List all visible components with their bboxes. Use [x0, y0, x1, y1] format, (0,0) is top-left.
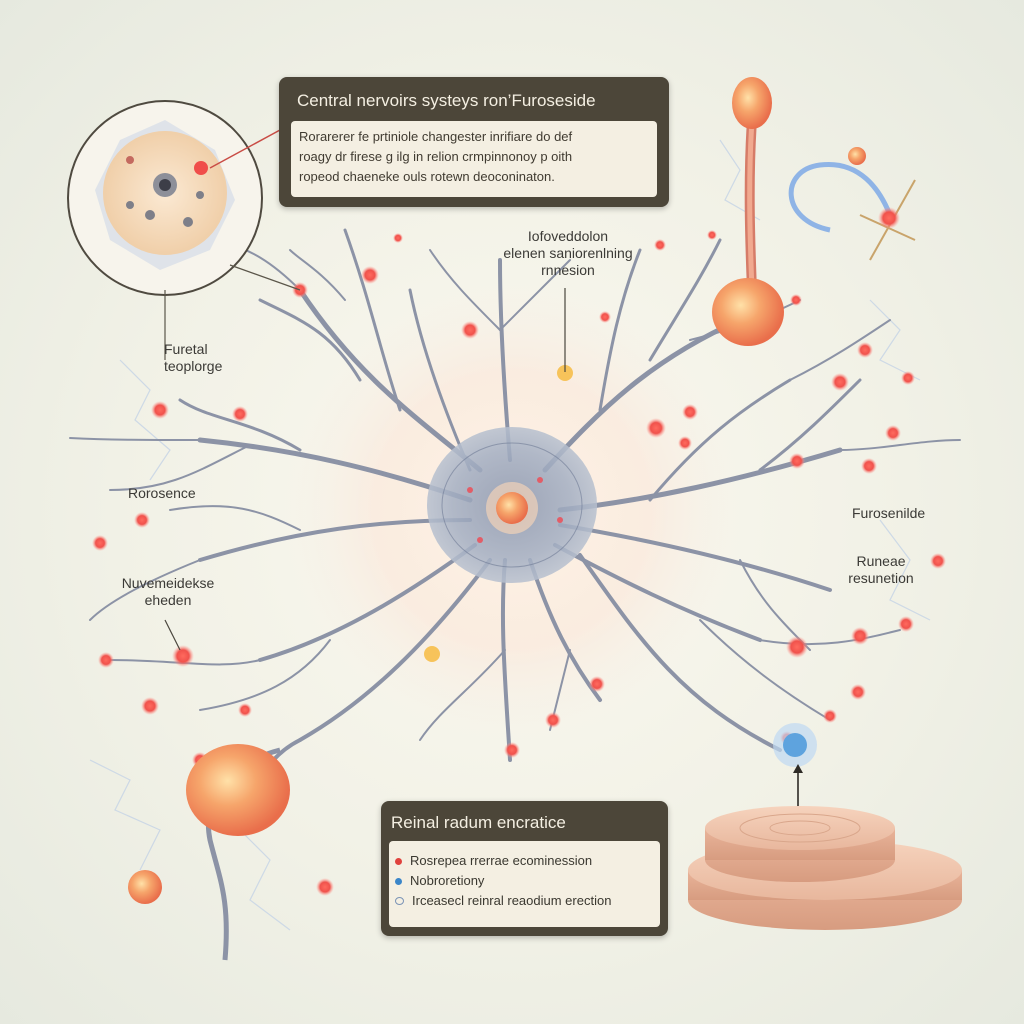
- leader-lines: [164, 288, 566, 651]
- top-box-title: Central nervoirs systeys ron’Furoseside: [297, 91, 596, 110]
- label-right-lower-line-2: resunetion: [848, 570, 914, 586]
- bullet-1-text: Rosrepea rrerrae ecominession: [410, 853, 593, 868]
- label-left-mid-line-1: Rorosence: [128, 485, 196, 501]
- label-left-upper-line-1: Furetal: [164, 341, 208, 357]
- loop-receptor: [788, 147, 916, 261]
- wood-discs: [688, 806, 962, 930]
- bottom-annotation-box: Reinal radum encratice Rosrepea rrerrae …: [381, 801, 668, 936]
- top-box-body-panel: Rorarerer fe prtiniole changester inrifi…: [291, 121, 657, 197]
- label-center-top-line-1: Iofoveddolon: [527, 228, 609, 244]
- label-center-top-line-3: rnnesion: [541, 262, 595, 278]
- bullet-3-dot: [395, 897, 404, 905]
- bottom-box-body-panel: Rosrepea rrerrae ecominession Nobroretio…: [389, 841, 660, 927]
- label-right-lower: Runeae resunetion: [826, 553, 936, 587]
- label-center-top-line-2: elenen saniorenlning: [503, 245, 633, 261]
- bullet-2-dot: [395, 877, 402, 885]
- bullet-1-dot: [395, 857, 402, 865]
- neuron-soma: [427, 427, 597, 583]
- label-left-lower-line-2: eheden: [144, 592, 192, 608]
- top-box-line-2: roagy dr firese g ilg in relion crmpinno…: [299, 149, 573, 164]
- lightning-lines: [89, 139, 931, 931]
- axon-terminal-bottom-left: [128, 744, 290, 961]
- label-center-top: Iofoveddolon elenen saniorenlning rnnesi…: [488, 228, 648, 279]
- label-left-lower: Nuvemeidekse eheden: [98, 575, 238, 609]
- cell-closeup-inset: [67, 100, 301, 360]
- top-box-line-3: ropeod chaeneke ouls rotewn deoconinaton…: [299, 169, 555, 184]
- label-right-upper: Furosenilde: [852, 505, 962, 522]
- label-left-mid: Rorosence: [128, 485, 248, 502]
- bullet-2: Nobroretiony: [395, 871, 654, 891]
- bottom-box-title: Reinal radum encratice: [391, 813, 566, 832]
- axon-terminal-top-right: [712, 77, 784, 346]
- label-right-upper-line-1: Furosenilde: [852, 505, 926, 521]
- top-annotation-box: Central nervoirs systeys ron’Furoseside …: [279, 77, 669, 207]
- label-right-lower-line-1: Runeae: [856, 553, 906, 569]
- label-left-lower-line-1: Nuvemeidekse: [121, 575, 215, 591]
- bullet-3: Irceasecl reinral reaodium erection: [395, 891, 654, 911]
- top-box-line-1: Rorarerer fe prtiniole changester inrifi…: [299, 129, 573, 144]
- bullet-3-text: Irceasecl reinral reaodium erection: [412, 893, 612, 908]
- signal-nodes: [92, 230, 946, 896]
- label-left-upper-line-2: teoplorge: [164, 358, 223, 374]
- label-left-upper: Furetal teoplorge: [164, 341, 264, 375]
- bullet-1: Rosrepea rrerrae ecominession: [395, 851, 654, 871]
- bullet-2-text: Nobroretiony: [410, 873, 485, 888]
